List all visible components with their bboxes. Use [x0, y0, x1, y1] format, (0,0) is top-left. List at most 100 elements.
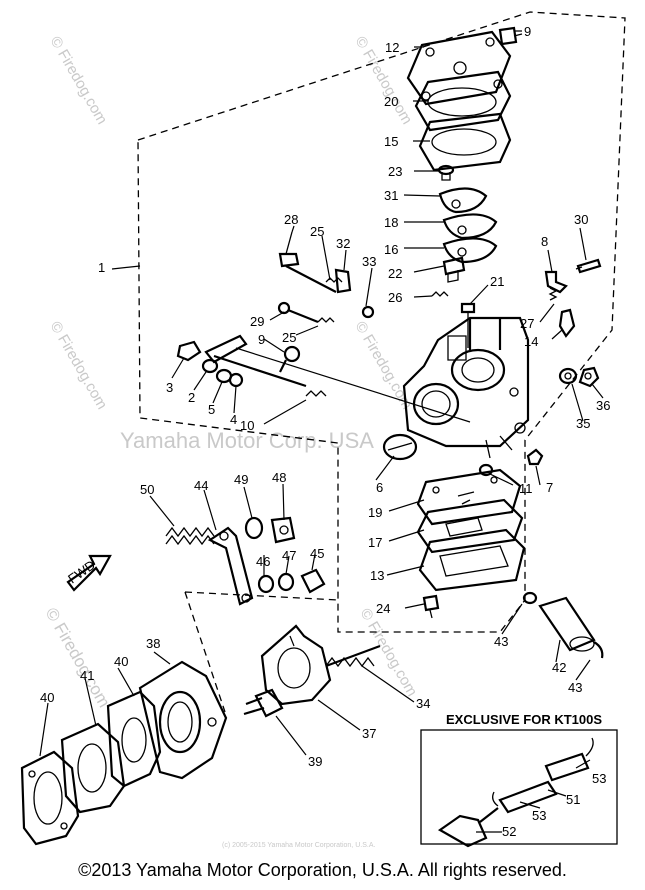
- fwd-arrow-icon: FWD: [65, 554, 112, 592]
- callout-18: 18: [384, 215, 398, 230]
- callout-41: 41: [80, 668, 94, 683]
- spring-25-lower: [317, 317, 335, 323]
- copyright-footer: ©2013 Yamaha Motor Corporation, U.S.A. A…: [78, 860, 567, 880]
- callout-39: 39: [308, 754, 322, 769]
- watermark-small-copyright: (c) 2005-2015 Yamaha Motor Corporation, …: [222, 842, 375, 849]
- washer-46: [257, 574, 275, 594]
- callout-26: 26: [388, 290, 402, 305]
- stud-34: [325, 644, 381, 668]
- screw-23: [437, 164, 455, 181]
- callout-25-lower: 25: [282, 330, 296, 345]
- nut-47: [277, 572, 295, 592]
- callout-29: 29: [250, 314, 264, 329]
- washer-32: [334, 268, 352, 294]
- manifold-38: [138, 660, 228, 780]
- gasket-40-b: [20, 750, 80, 846]
- washer-33: [361, 305, 375, 319]
- callout-9-mid: 9: [258, 332, 265, 347]
- choke-shaft: [204, 334, 471, 423]
- exclusive-kt100s-box: EXCLUSIVE FOR KT100S: [420, 712, 618, 848]
- watermark-center: Yamaha Motor Corp. USA: [120, 428, 374, 453]
- lever-8: [544, 270, 568, 294]
- callout-40-left: 40: [40, 690, 54, 705]
- callout-46: 46: [256, 554, 270, 569]
- washers-35-36: [558, 366, 600, 388]
- callout-43-lower: 43: [568, 680, 582, 695]
- cap-45: [300, 568, 326, 594]
- callout-45: 45: [310, 546, 324, 561]
- exclusive-label: EXCLUSIVE FOR KT100S: [446, 712, 602, 727]
- cover-19: [416, 468, 522, 526]
- callout-8: 8: [541, 234, 548, 249]
- needle-21: [460, 302, 476, 348]
- screw-9-mid: [279, 345, 301, 373]
- callout-4: 4: [230, 412, 237, 427]
- nut-3: [176, 340, 202, 362]
- callout-11: 11: [519, 481, 533, 496]
- watermark-firedog: © Firedog.com: [47, 319, 111, 413]
- plate-37: [260, 624, 332, 706]
- nut-48: [270, 516, 296, 544]
- spring-26: [431, 291, 449, 297]
- callout-1: 1: [98, 260, 105, 275]
- spring-50: [165, 526, 215, 546]
- spring-10: [305, 390, 327, 397]
- callout-13: 13: [370, 568, 384, 583]
- diaphragm-13: [418, 528, 526, 592]
- callout-23: 23: [388, 164, 402, 179]
- callout-53-upper: 53: [592, 771, 606, 786]
- callout-15: 15: [384, 134, 398, 149]
- screw-9-top: [498, 26, 523, 46]
- spring-25-upper: [325, 277, 343, 283]
- callout-34: 34: [416, 696, 430, 711]
- callout-27: 27: [520, 316, 534, 331]
- callout-3: 3: [166, 380, 173, 395]
- callout-50: 50: [140, 482, 154, 497]
- washer-49: [244, 516, 264, 540]
- washer-11: [478, 463, 494, 477]
- callout-40-upper: 40: [114, 654, 128, 669]
- gasket-40-a: [106, 690, 162, 788]
- callout-31: 31: [384, 188, 398, 203]
- spring-27: [548, 287, 558, 301]
- callout-42: 42: [552, 660, 566, 675]
- callout-28: 28: [284, 212, 298, 227]
- callout-7: 7: [546, 480, 553, 495]
- callout-36: 36: [596, 398, 610, 413]
- screw-24: [422, 594, 440, 619]
- callout-20: 20: [384, 94, 398, 109]
- callout-37: 37: [362, 726, 376, 741]
- valve-plates: [438, 187, 498, 264]
- throttle-shaft-28: [278, 231, 337, 293]
- callout-9-top: 9: [524, 24, 531, 39]
- diaphragm-15: [418, 112, 512, 172]
- nut-7: [526, 448, 544, 466]
- pump-cover-12: [406, 30, 512, 106]
- callout-21: 21: [490, 274, 504, 289]
- washer-5: [215, 368, 233, 384]
- parts-42-43: [522, 591, 604, 659]
- bolt-39: [243, 688, 284, 718]
- callout-5: 5: [208, 402, 215, 417]
- insulator-41: [60, 722, 126, 814]
- callout-44: 44: [194, 478, 208, 493]
- callout-38: 38: [146, 636, 160, 651]
- callout-24: 24: [376, 601, 390, 616]
- callout-51: 51: [566, 792, 580, 807]
- callout-35: 35: [576, 416, 590, 431]
- callout-33: 33: [362, 254, 376, 269]
- callout-22: 22: [388, 266, 402, 281]
- callout-30: 30: [574, 212, 588, 227]
- callout-49: 49: [234, 472, 248, 487]
- callout-2: 2: [188, 390, 195, 405]
- callout-10: 10: [240, 418, 254, 433]
- callout-25-upper: 25: [310, 224, 324, 239]
- callout-52: 52: [502, 824, 516, 839]
- watermark-firedog: © Firedog.com: [352, 34, 416, 128]
- callout-12: 12: [385, 40, 399, 55]
- washer-2: [201, 358, 219, 374]
- gasket-17: [416, 498, 524, 554]
- nut-4: [228, 372, 244, 388]
